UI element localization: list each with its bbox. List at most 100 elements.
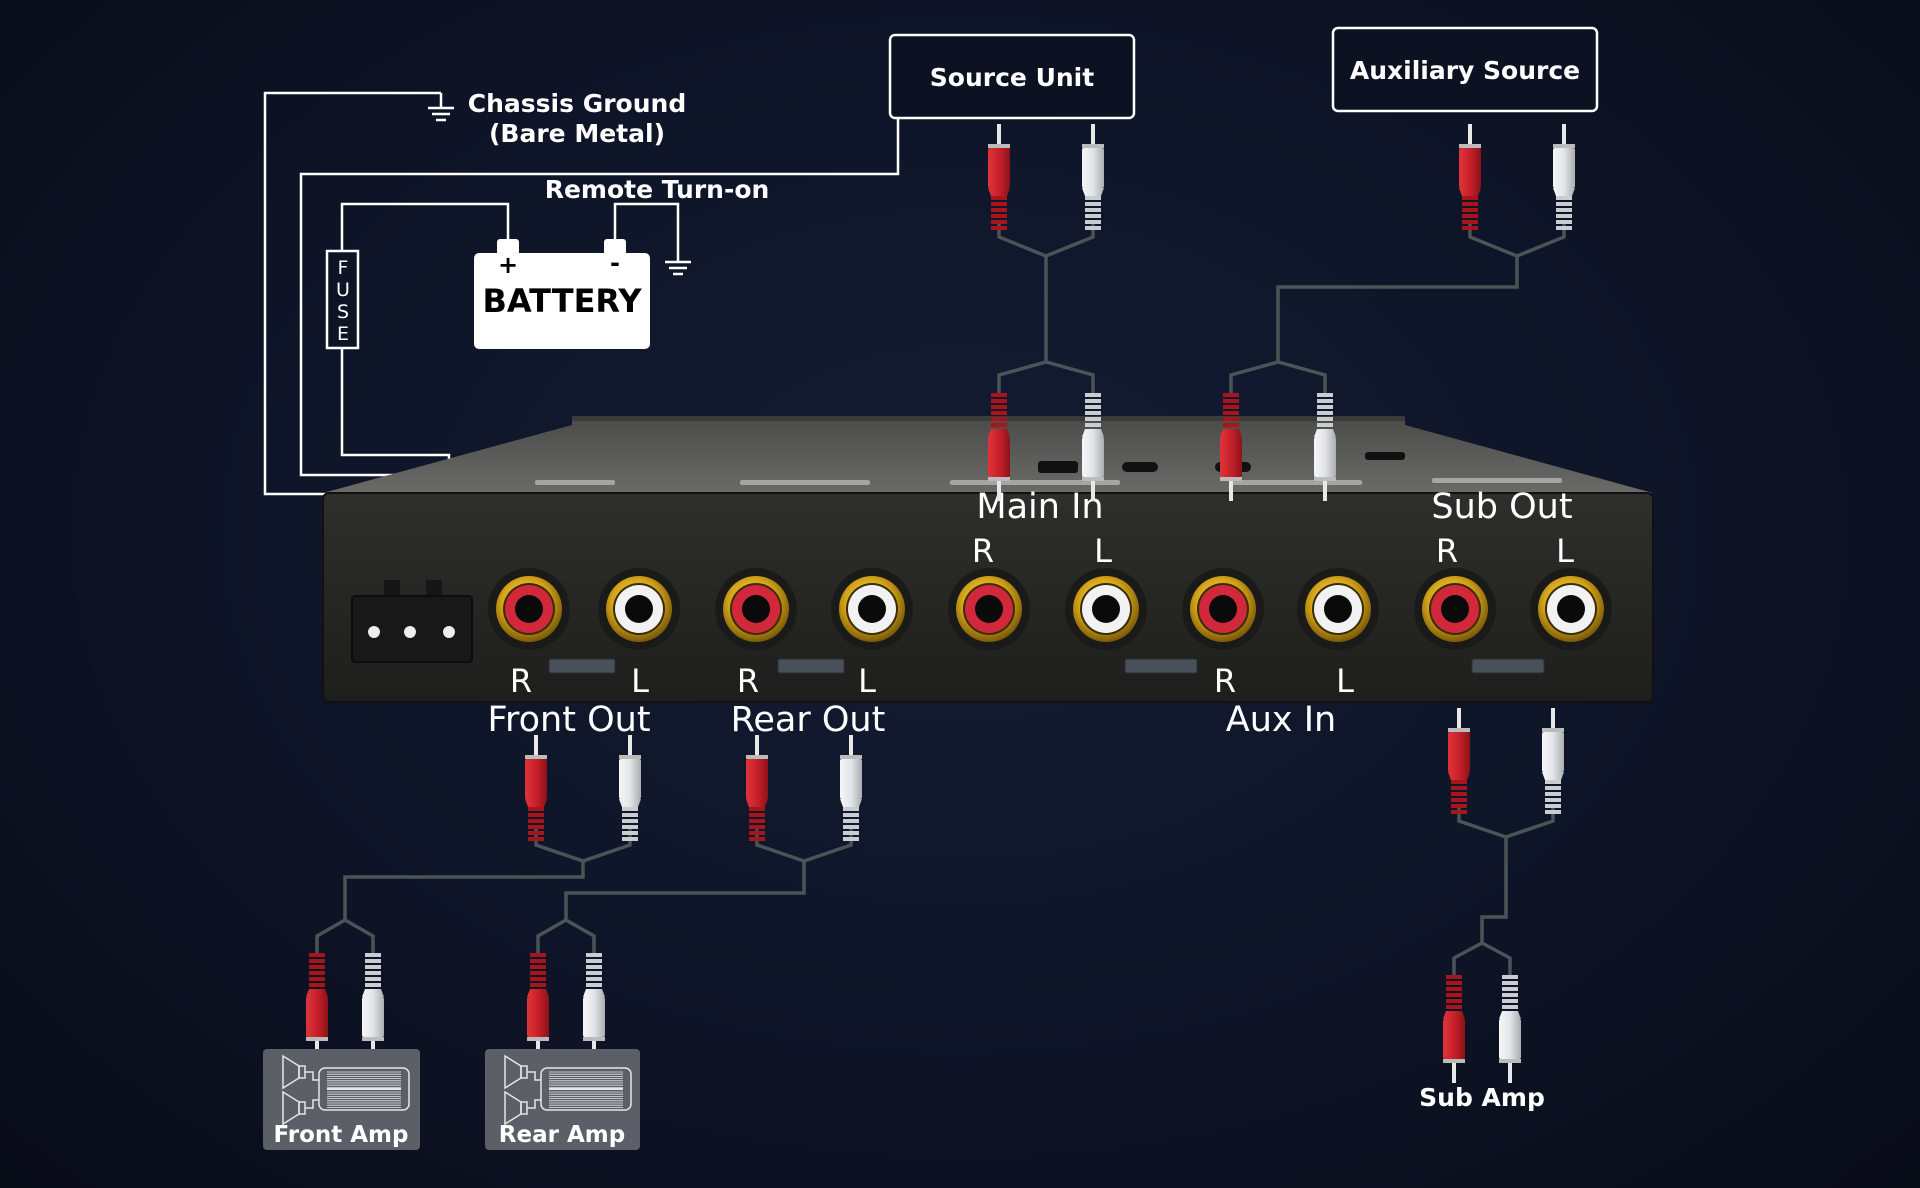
label-main-in-l: L (1094, 532, 1112, 570)
label-front-out-r: R (510, 662, 532, 700)
cable-main-in (997, 220, 1095, 258)
svg-text:S: S (337, 301, 349, 323)
rca-jack-aux-in-l (1297, 568, 1379, 650)
label-front-out: Front Out (487, 700, 650, 740)
rca-jack-front-out-r (488, 568, 570, 650)
label-aux-in-r: R (1214, 662, 1236, 700)
switch (1471, 658, 1545, 674)
source-unit-label: Source Unit (930, 63, 1094, 92)
label-sub-out-r: R (1436, 532, 1458, 570)
rca-plug-rear-out-l (840, 735, 862, 841)
cable-aux-in (1229, 360, 1327, 393)
fuse: F U S E (325, 249, 360, 350)
rca-plug-front-amp-r (306, 953, 328, 1061)
rca-plug-source-l (1082, 124, 1104, 230)
svg-text:F: F (338, 257, 349, 279)
cable-aux-in (1276, 256, 1519, 362)
rca-plug-main-in-l (1082, 393, 1104, 501)
amplifier-icon (504, 1054, 632, 1126)
power-terminal-block (351, 580, 473, 663)
cable-sub-out (1452, 941, 1512, 975)
switch (548, 658, 616, 674)
rca-plug-sub-amp-r (1443, 975, 1465, 1083)
terminal-power (443, 626, 455, 638)
label-aux-in-l: L (1336, 662, 1354, 700)
rca-plug-rear-out-r (746, 735, 768, 841)
rca-cables (315, 220, 1566, 975)
svg-text:-: - (610, 249, 620, 277)
battery-label: BATTERY (483, 282, 643, 320)
cable-rear-out (536, 917, 596, 953)
cable-rear-out (564, 861, 806, 920)
switch (1124, 658, 1198, 674)
label-rear-out-r: R (737, 662, 759, 700)
svg-text:+: + (498, 251, 518, 279)
rca-plug-front-amp-l (362, 953, 384, 1061)
battery-icon: + - BATTERY (474, 239, 650, 349)
label-front-out-l: L (631, 662, 649, 700)
sub-amp-label: Sub Amp (1419, 1083, 1545, 1112)
rca-jack-rear-out-r (715, 568, 797, 650)
label-rear-out-l: L (858, 662, 876, 700)
rca-jack-rear-out-l (831, 568, 913, 650)
svg-text:E: E (337, 323, 349, 345)
cable-front-out (315, 917, 375, 953)
cable-aux-in (1468, 220, 1566, 258)
label-rear-out: Rear Out (731, 700, 886, 740)
rca-jack-aux-in-r (1182, 568, 1264, 650)
auxiliary-source-label: Auxiliary Source (1350, 56, 1580, 85)
amplifier-icon (282, 1054, 410, 1126)
rca-plug-aux-source-r (1459, 124, 1481, 230)
switch (777, 658, 845, 674)
rca-plug-sub-out-r (1448, 708, 1470, 814)
label-main-in: Main In (976, 487, 1103, 527)
rca-jack-sub-out-r (1414, 568, 1496, 650)
rca-plugs (306, 124, 1575, 1083)
chassis-ground-label: Chassis Ground (468, 89, 686, 118)
cable-sub-out (1457, 805, 1555, 839)
equalizer-device: Main In R L Sub Out R L R L R L R L (322, 416, 1654, 703)
svg-text:U: U (336, 279, 350, 301)
rca-plug-aux-in-r (1220, 393, 1242, 501)
rca-plug-rear-amp-l (583, 953, 605, 1061)
rca-plug-main-in-r (988, 393, 1010, 501)
chassis-ground-sublabel: (Bare Metal) (489, 119, 665, 148)
rca-plug-front-out-l (619, 735, 641, 841)
rca-jack-front-out-l (598, 568, 680, 650)
power-wire (340, 202, 510, 251)
ground-icon (665, 260, 691, 276)
terminal-ground (368, 626, 380, 638)
label-aux-in: Aux In (1226, 700, 1336, 740)
label-sub-out: Sub Out (1431, 487, 1572, 527)
rca-plug-sub-amp-l (1499, 975, 1521, 1083)
front-amp-label: Front Amp (274, 1122, 409, 1148)
rca-plug-aux-in-l (1314, 393, 1336, 501)
source-unit: Source Unit (888, 33, 1136, 120)
ground-icon (428, 93, 454, 122)
cable-sub-out (1480, 837, 1508, 943)
rca-plug-sub-out-l (1542, 708, 1564, 814)
terminal-remote (404, 626, 416, 638)
rca-plug-front-out-r (525, 735, 547, 841)
rca-plug-rear-amp-r (527, 953, 549, 1061)
auxiliary-source: Auxiliary Source (1331, 26, 1599, 113)
rca-jack-main-in-r (948, 568, 1030, 650)
rca-plug-aux-source-l (1553, 124, 1575, 230)
negative-wire (613, 202, 680, 262)
rca-jacks (488, 568, 1612, 650)
power-wiring: Chassis Ground (Bare Metal) Remote Turn-… (263, 89, 900, 632)
rear-amp: Rear Amp (485, 1049, 640, 1150)
rca-jack-main-in-l (1065, 568, 1147, 650)
remote-turn-on-label: Remote Turn-on (545, 175, 770, 204)
label-main-in-r: R (972, 532, 994, 570)
cable-front-out (534, 828, 632, 863)
rear-amp-label: Rear Amp (499, 1122, 625, 1148)
cable-main-in (997, 360, 1095, 393)
rca-jack-sub-out-l (1530, 568, 1612, 650)
label-sub-out-l: L (1556, 532, 1574, 570)
cable-rear-out (755, 828, 853, 863)
rca-plug-source-r (988, 124, 1010, 230)
front-amp: Front Amp (263, 1049, 420, 1150)
cable-front-out (343, 861, 585, 920)
